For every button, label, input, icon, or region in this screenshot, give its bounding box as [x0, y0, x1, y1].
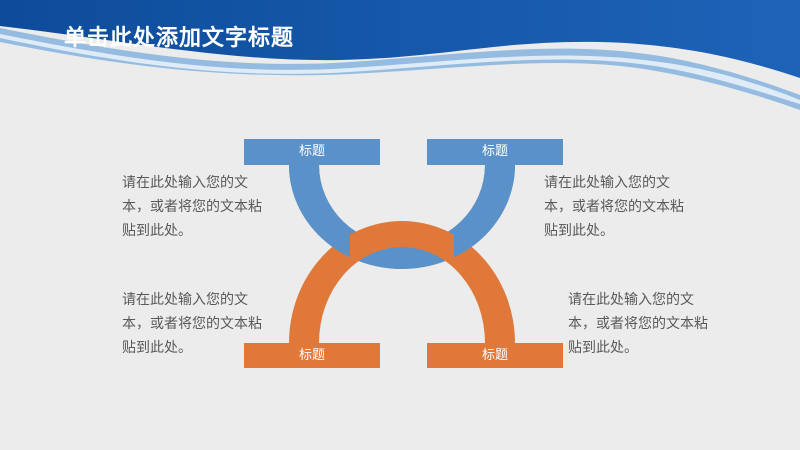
blue-arch-front: [289, 165, 515, 269]
label-box-top-left: [244, 139, 380, 165]
text-bottom-right[interactable]: 请在此处输入您的文本，或者将您的文本粘贴到此处。: [568, 292, 708, 356]
header-dark-shape: [0, 0, 800, 78]
text-top-left[interactable]: 请在此处输入您的文本，或者将您的文本粘贴到此处。: [122, 175, 262, 239]
text-top-right[interactable]: 请在此处输入您的文本，或者将您的文本粘贴到此处。: [544, 175, 684, 239]
slide-title[interactable]: 单击此处添加文字标题: [64, 26, 295, 51]
label-box-bottom-right: [427, 343, 563, 368]
label-bottom-right[interactable]: 标题: [481, 348, 508, 363]
label-box-top-right: [427, 139, 563, 165]
text-bottom-left[interactable]: 请在此处输入您的文本，或者将您的文本粘贴到此处。: [122, 292, 262, 356]
header-banner: [0, 0, 800, 110]
label-box-bottom-left: [244, 343, 380, 368]
orange-arch: [289, 221, 515, 343]
header-light-wave: [0, 28, 800, 110]
label-top-left[interactable]: 标题: [298, 144, 325, 159]
label-top-right[interactable]: 标题: [481, 144, 508, 159]
label-bottom-left[interactable]: 标题: [298, 348, 325, 363]
